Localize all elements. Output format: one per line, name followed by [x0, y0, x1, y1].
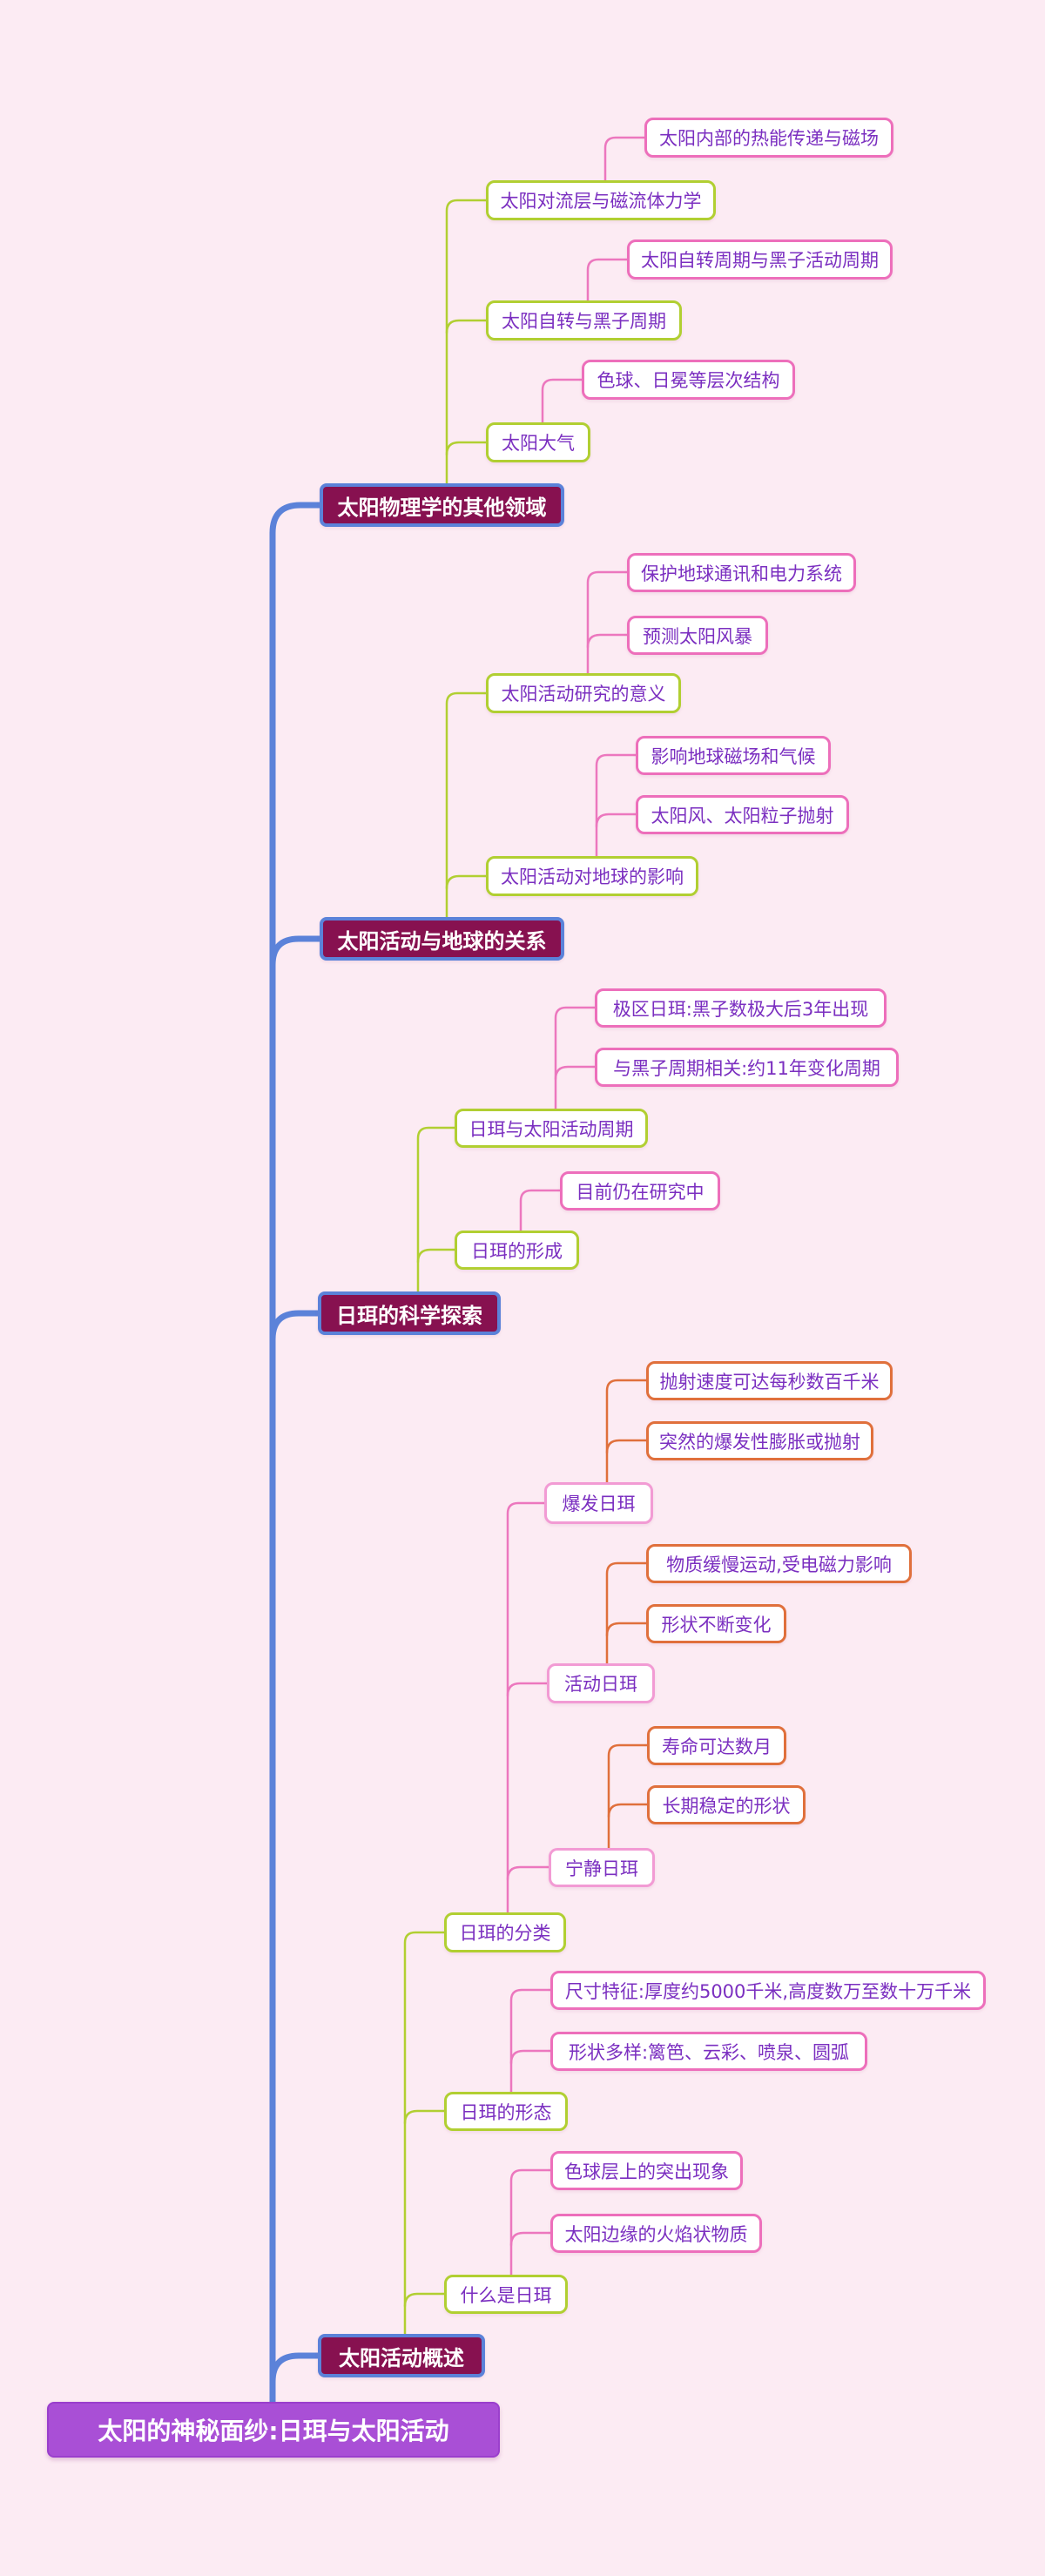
topic-predict-solar-storms[interactable]: 预测太阳风暴 [627, 616, 768, 655]
main-topic-solar-activity-earth-relation[interactable]: 太阳活动与地球的关系 [320, 917, 564, 961]
topic-sun-internal-heat-magnetism[interactable]: 太阳内部的热能传递与磁场 [644, 118, 893, 158]
topic-solar-atmosphere[interactable]: 太阳大气 [486, 422, 590, 462]
branch-lines-orange [605, 1379, 649, 1850]
topic-eruptive-prominence[interactable]: 爆发日珥 [544, 1482, 653, 1524]
topic-11-year-cycle-relation[interactable]: 与黑子周期相关:约11年变化周期 [595, 1048, 899, 1087]
topic-shape-changing[interactable]: 形状不断变化 [646, 1604, 786, 1643]
topic-effects-on-earth[interactable]: 太阳活动对地球的影响 [486, 856, 698, 896]
topic-protect-comms-power[interactable]: 保护地球通讯和电力系统 [627, 553, 856, 592]
topic-prominence-formation[interactable]: 日珥的形成 [455, 1231, 579, 1270]
topic-what-is-prominence[interactable]: 什么是日珥 [444, 2275, 568, 2314]
topic-protrusion-on-chromosphere[interactable]: 色球层上的突出现象 [550, 2151, 743, 2190]
topic-rotation-sunspot-cycle-detail[interactable]: 太阳自转周期与黑子活动周期 [627, 239, 893, 280]
topic-flame-like-material[interactable]: 太阳边缘的火焰状物质 [550, 2214, 762, 2253]
topic-slow-motion-em-force[interactable]: 物质缓慢运动,受电磁力影响 [646, 1544, 912, 1583]
topic-size-characteristics[interactable]: 尺寸特征:厚度约5000千米,高度数万至数十万千米 [550, 1971, 986, 2010]
topic-chromosphere-corona-layers[interactable]: 色球、日冕等层次结构 [582, 360, 795, 400]
topic-active-prominence[interactable]: 活动日珥 [547, 1663, 655, 1703]
topic-affect-magnetosphere-climate[interactable]: 影响地球磁场和气候 [636, 736, 831, 775]
topic-prominence-classification[interactable]: 日珥的分类 [444, 1912, 566, 1952]
topic-prominence-activity-cycle[interactable]: 日珥与太阳活动周期 [455, 1109, 648, 1148]
topic-significance-of-research[interactable]: 太阳活动研究的意义 [486, 673, 681, 713]
main-topic-other-fields-solar-physics[interactable]: 太阳物理学的其他领域 [320, 483, 564, 527]
topic-rotation-sunspot-cycle[interactable]: 太阳自转与黑子周期 [486, 300, 682, 341]
root-topic[interactable]: 太阳的神秘面纱:日珥与太阳活动 [47, 2402, 500, 2458]
spine-blue [269, 502, 324, 2405]
topic-convection-mhd[interactable]: 太阳对流层与磁流体力学 [486, 180, 716, 220]
topic-long-term-stable-shape[interactable]: 长期稳定的形状 [647, 1785, 806, 1824]
topic-prominence-morphology[interactable]: 日珥的形态 [444, 2092, 568, 2131]
topic-lifetime-months[interactable]: 寿命可达数月 [647, 1726, 786, 1765]
main-topic-solar-activity-overview[interactable]: 太阳活动概述 [318, 2334, 485, 2377]
topic-ejection-speed[interactable]: 抛射速度可达每秒数百千米 [646, 1361, 893, 1400]
topic-solar-wind-particle-ejection[interactable]: 太阳风、太阳粒子抛射 [636, 795, 849, 834]
topic-quiescent-prominence[interactable]: 宁静日珥 [549, 1848, 655, 1887]
main-topic-scientific-exploration[interactable]: 日珥的科学探索 [318, 1291, 501, 1335]
topic-sudden-eruptive-expansion[interactable]: 突然的爆发性膨胀或抛射 [646, 1421, 873, 1460]
topic-varied-shapes[interactable]: 形状多样:篱笆、云彩、喷泉、圆弧 [550, 2032, 867, 2071]
topic-polar-prominence-sunspot-max[interactable]: 极区日珥:黑子数极大后3年出现 [595, 988, 887, 1028]
topic-still-under-research[interactable]: 目前仍在研究中 [560, 1171, 720, 1210]
